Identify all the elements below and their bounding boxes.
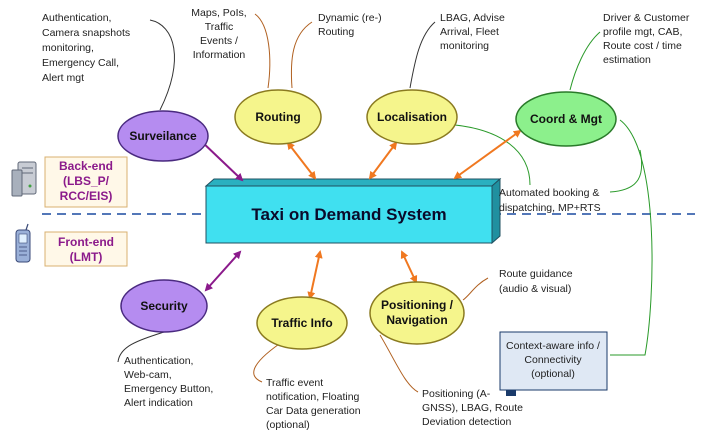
note-routing-a: Maps, PoIs, Traffic Events / Information bbox=[191, 7, 246, 61]
note-route-guidance: Route guidance (audio & visual) bbox=[499, 268, 573, 295]
note-positioning-line: GNSS), LBAG, Route bbox=[422, 402, 523, 414]
note-surveillance-line: Authentication, bbox=[42, 12, 111, 24]
note-surveillance-line: monitoring, bbox=[42, 42, 94, 54]
note-security-line: Authentication, bbox=[124, 355, 193, 367]
node-localisation-label: Localisation bbox=[377, 110, 447, 124]
routing-connector-a bbox=[254, 13, 271, 89]
note-surveillance-line: Emergency Call, bbox=[42, 57, 119, 69]
frontend-label-line-2: (LMT) bbox=[70, 250, 103, 264]
node-traffic: Traffic Info bbox=[256, 296, 348, 350]
note-traffic-line: Car Data generation bbox=[266, 405, 361, 417]
note-booking-line: Automated booking & bbox=[499, 187, 599, 199]
frontend-label-box: Front-end (LMT) bbox=[44, 231, 128, 267]
note-coord-line: Driver & Customer bbox=[603, 12, 690, 24]
note-security-line: Alert indication bbox=[124, 397, 193, 409]
localisation-booking-connector bbox=[454, 124, 531, 186]
context-box-line-1: Context-aware info / bbox=[506, 340, 600, 352]
note-localisation: LBAG, Advise Arrival, Fleet monitoring bbox=[440, 12, 505, 52]
connector-lines bbox=[117, 13, 653, 393]
note-localisation-line: monitoring bbox=[440, 40, 489, 52]
node-security: Security bbox=[120, 279, 208, 333]
central-system-title: Taxi on Demand System bbox=[251, 205, 446, 224]
context-box-line-2: Connectivity bbox=[524, 354, 582, 366]
node-routing: Routing bbox=[234, 89, 322, 145]
arrow-positioning bbox=[400, 250, 418, 284]
arrows bbox=[198, 129, 522, 300]
node-routing-label: Routing bbox=[255, 110, 300, 124]
note-routing-b-line: Routing bbox=[318, 26, 354, 38]
node-coord-label: Coord & Mgt bbox=[530, 112, 602, 126]
note-positioning: Positioning (A- GNSS), LBAG, Route Devia… bbox=[422, 388, 523, 428]
note-positioning-line: Deviation detection bbox=[422, 416, 511, 428]
node-coord: Coord & Mgt bbox=[515, 91, 617, 147]
frontend-label-line-1: Front-end bbox=[58, 235, 114, 249]
note-traffic: Traffic event notification, Floating Car… bbox=[266, 377, 361, 431]
context-aware-box: Context-aware info / Connectivity (optio… bbox=[499, 331, 608, 396]
central-system-box: Taxi on Demand System bbox=[204, 177, 502, 245]
note-surveillance: Authentication, Camera snapshots monitor… bbox=[42, 12, 130, 84]
arrow-surveillance bbox=[198, 138, 244, 182]
note-surveillance-line: Camera snapshots bbox=[42, 27, 130, 39]
node-traffic-label: Traffic Info bbox=[271, 316, 332, 330]
arrow-traffic bbox=[307, 250, 323, 300]
node-surveillance-label: Surveilance bbox=[129, 129, 197, 143]
context-box-line-3: (optional) bbox=[531, 368, 575, 380]
backend-label-line-2: (LBS_P/ bbox=[63, 174, 110, 188]
backend-label-box: Back-end (LBS_P/ RCC/EIS) bbox=[44, 156, 128, 208]
note-security: Authentication, Web-cam, Emergency Butto… bbox=[124, 355, 213, 409]
routing-connector-b bbox=[290, 21, 313, 89]
note-routing-a-line: Events / bbox=[200, 35, 238, 47]
arrow-coord bbox=[453, 129, 522, 180]
node-surveillance: Surveilance bbox=[117, 110, 209, 162]
booking-connector bbox=[609, 149, 643, 193]
note-localisation-line: LBAG, Advise bbox=[440, 12, 505, 24]
localisation-connector bbox=[409, 21, 436, 89]
note-coord-line: profile mgt, CAB, bbox=[603, 26, 682, 38]
node-positioning: Positioning / Navigation bbox=[369, 281, 465, 345]
node-positioning-label-2: Navigation bbox=[386, 313, 447, 327]
note-routing-a-line: Information bbox=[193, 49, 246, 61]
note-route-guidance-line: (audio & visual) bbox=[499, 283, 571, 295]
backend-label-line-3: RCC/EIS) bbox=[60, 189, 113, 203]
surveillance-connector bbox=[149, 19, 175, 111]
note-traffic-line: notification, Floating bbox=[266, 391, 360, 403]
mobile-phone-icon bbox=[15, 223, 31, 263]
note-routing-b: Dynamic (re-) Routing bbox=[318, 12, 382, 38]
note-security-line: Web-cam, bbox=[124, 369, 172, 381]
positioning-connector bbox=[379, 334, 419, 393]
node-security-label: Security bbox=[140, 299, 188, 313]
note-route-guidance-line: Route guidance bbox=[499, 268, 573, 280]
note-security-line: Emergency Button, bbox=[124, 383, 213, 395]
note-positioning-line: Positioning (A- bbox=[422, 388, 491, 400]
note-surveillance-line: Alert mgt bbox=[42, 72, 84, 84]
note-booking: Automated booking & dispatching, MP+RTS bbox=[499, 187, 601, 214]
arrow-security bbox=[204, 250, 242, 292]
note-localisation-line: Arrival, Fleet bbox=[440, 26, 499, 38]
note-coord: Driver & Customer profile mgt, CAB, Rout… bbox=[603, 12, 690, 66]
backend-label-line-1: Back-end bbox=[59, 159, 113, 173]
context-connector bbox=[610, 119, 653, 356]
note-booking-line: dispatching, MP+RTS bbox=[499, 202, 601, 214]
note-routing-a-line: Maps, PoIs, bbox=[191, 7, 246, 19]
note-coord-line: estimation bbox=[603, 54, 651, 66]
note-traffic-line: Traffic event bbox=[266, 377, 323, 389]
route-guidance-connector bbox=[462, 277, 489, 301]
arrow-localisation bbox=[368, 141, 398, 180]
node-localisation: Localisation bbox=[366, 89, 458, 145]
note-traffic-line: (optional) bbox=[266, 419, 310, 431]
note-coord-line: Route cost / time bbox=[603, 40, 682, 52]
server-icon bbox=[11, 161, 37, 197]
coord-connector bbox=[569, 31, 601, 91]
node-positioning-label-1: Positioning / bbox=[381, 298, 454, 312]
note-routing-b-line: Dynamic (re-) bbox=[318, 12, 382, 24]
note-routing-a-line: Traffic bbox=[205, 21, 234, 33]
arrow-routing bbox=[286, 141, 317, 180]
